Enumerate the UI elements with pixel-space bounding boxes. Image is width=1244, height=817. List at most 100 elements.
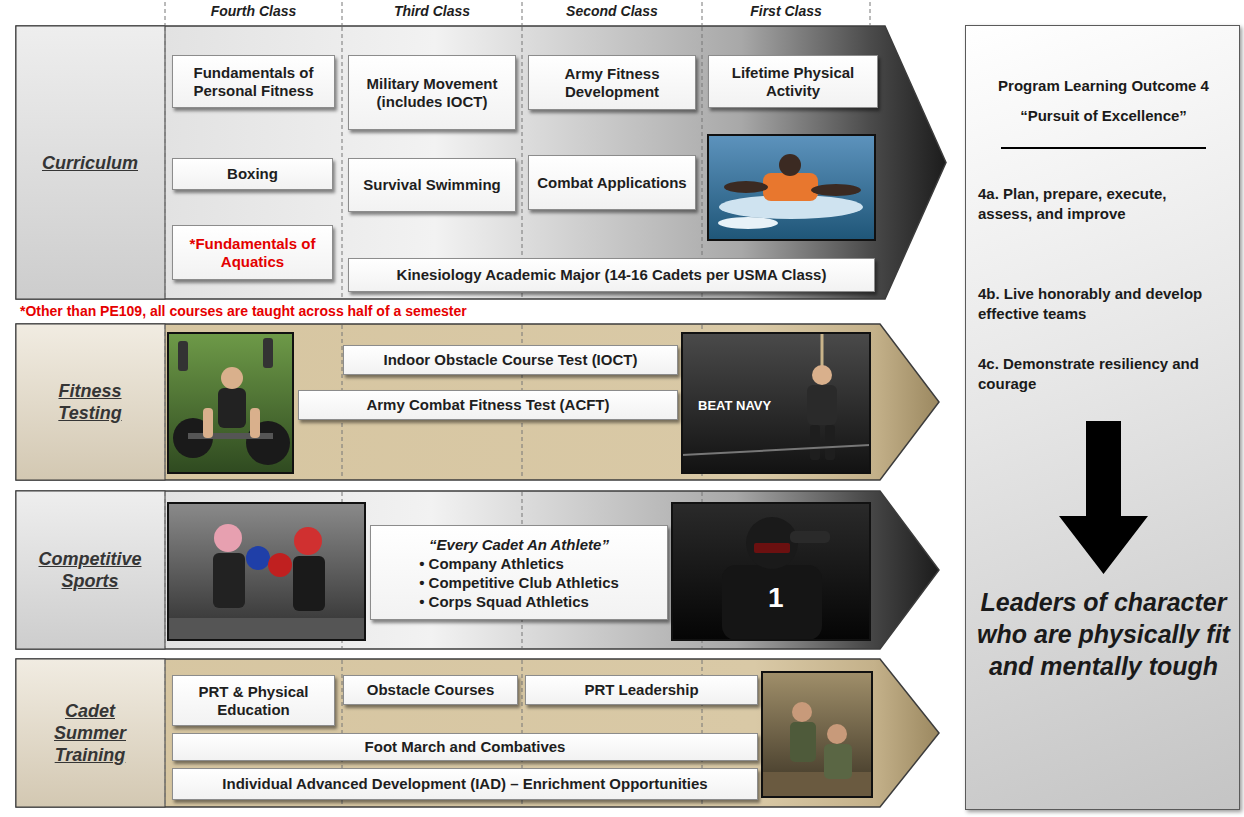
photo-ground <box>762 672 872 797</box>
band-label-area <box>16 324 165 480</box>
band-label: Fitness Testing <box>29 380 151 424</box>
course-box: Fundamentals of Personal Fitness <box>172 55 335 108</box>
course-box: Military Movement (includes IOCT) <box>348 55 516 130</box>
outcome-text: 4b. Live honorably and develop effective… <box>978 284 1223 324</box>
footnote: *Other than PE109, all courses are taugh… <box>20 303 467 319</box>
course-box: Army Combat Fitness Test (ACFT) <box>298 390 678 420</box>
band-label-area <box>16 659 165 807</box>
box-text: Army Fitness Development <box>535 65 689 101</box>
box-text-holder: Army Fitness Development <box>535 65 689 101</box>
column-divider <box>702 2 703 25</box>
panel-graphics <box>966 26 1241 811</box>
bullet-item: • Corps Squad Athletics <box>419 592 619 611</box>
course-box: Lifetime Physical Activity <box>708 55 878 108</box>
course-box: Army Fitness Development <box>528 55 696 110</box>
photo-figure <box>792 702 812 722</box>
outcome-text: 4a. Plan, prepare, execute, assess, and … <box>978 184 1223 224</box>
course-box: *Fundamentals of Aquatics <box>172 225 333 280</box>
photo-figure <box>763 173 818 201</box>
box-text-holder: Survival Swimming <box>355 176 509 194</box>
course-box: “Every Cadet An Athlete”• Company Athlet… <box>370 525 668 620</box>
course-box: Survival Swimming <box>348 158 516 212</box>
column-header: Fourth Class <box>165 3 342 19</box>
box-text: Lifetime Physical Activity <box>715 64 871 100</box>
box-text-holder: Lifetime Physical Activity <box>715 64 871 100</box>
photo-figure <box>246 546 270 570</box>
box-text: Survival Swimming <box>355 176 509 194</box>
box-text: Fundamentals of Personal Fitness <box>179 64 328 100</box>
box-text: Boxing <box>179 165 326 183</box>
band-label: Competitive Sports <box>29 548 151 592</box>
box-text: Obstacle Courses <box>350 681 511 699</box>
band-label: Curriculum <box>29 152 151 174</box>
photo-figure <box>746 517 798 569</box>
box-text-holder: *Fundamentals of Aquatics <box>179 235 326 271</box>
course-box: PRT Leadership <box>525 675 758 705</box>
photo-figure <box>825 425 835 460</box>
box-text: PRT Leadership <box>532 681 751 699</box>
column-divider <box>165 27 166 298</box>
photo-figure <box>263 338 273 368</box>
photo-figure <box>722 565 822 640</box>
column-divider <box>165 492 166 648</box>
photo-figure <box>293 556 325 611</box>
box-text: Indoor Obstacle Course Test (IOCT) <box>350 351 671 369</box>
photo-frame <box>168 503 365 640</box>
outcome-panel: Program Learning Outcome 4“Pursuit of Ex… <box>965 25 1240 810</box>
photo-figure <box>827 724 847 744</box>
outcome-text: 4c. Demonstrate resiliency and courage <box>978 354 1223 394</box>
photo <box>762 672 872 797</box>
band: Competitive Sports “Every Cadet An Athlet… <box>15 490 940 650</box>
box-text-holder: PRT & Physical Education <box>179 683 328 719</box>
photo-figure <box>250 408 260 438</box>
course-box: Individual Advanced Development (IAD) – … <box>172 768 758 800</box>
box-text: Army Combat Fitness Test (ACFT) <box>305 396 671 414</box>
photo-figure <box>203 408 213 438</box>
box-text-holder: PRT Leadership <box>532 681 751 699</box>
photo-figure <box>268 553 292 577</box>
box-text: PRT & Physical Education <box>179 683 328 719</box>
band-label-area <box>16 26 165 299</box>
outcome-text: “Pursuit of Excellence” <box>974 106 1233 125</box>
photo-figure <box>762 772 872 797</box>
box-text-holder: Fundamentals of Personal Fitness <box>179 64 328 100</box>
band-arrow <box>16 659 939 807</box>
column-divider <box>522 2 523 25</box>
box-text-holder: Military Movement (includes IOCT) <box>355 75 509 111</box>
box-text: Military Movement (includes IOCT) <box>355 75 509 111</box>
photo-figure <box>294 527 322 555</box>
bullet-item: • Competitive Club Athletics <box>419 573 619 592</box>
photo-figure <box>218 388 246 428</box>
motto-text: “Every Cadet An Athlete” <box>377 535 661 554</box>
photo-figure <box>221 367 243 389</box>
bullet-item: • Company Athletics <box>419 554 619 573</box>
column-divider <box>342 27 343 298</box>
course-box: PRT & Physical Education <box>172 675 335 726</box>
photo-ground <box>168 503 365 640</box>
photo-figure <box>790 531 830 543</box>
course-box: Combat Applications <box>528 155 696 210</box>
column-header: Second Class <box>522 3 702 19</box>
photo-frame <box>672 503 870 640</box>
photo-ground <box>708 135 875 240</box>
photo-figure <box>213 553 245 608</box>
photo-text: 1 <box>768 582 784 614</box>
column-divider <box>165 2 166 25</box>
band-arrow <box>16 491 939 649</box>
photo-frame <box>168 333 293 473</box>
photo-frame <box>682 333 870 473</box>
photo-ground <box>672 503 870 640</box>
box-text-holder: Combat Applications <box>535 174 689 192</box>
box-text-holder: Indoor Obstacle Course Test (IOCT) <box>350 351 671 369</box>
box-text: Kinesiology Academic Major (14-16 Cadets… <box>355 266 868 284</box>
band-arrow <box>16 26 946 299</box>
band: Curriculum Fundamentals of Personal Fitne… <box>15 25 947 300</box>
course-box: Boxing <box>172 158 333 190</box>
column-divider <box>165 660 166 806</box>
band-label: Cadet Summer Training <box>29 700 151 766</box>
column-header: First Class <box>702 3 870 19</box>
photo-figure <box>810 425 820 460</box>
photo-ground <box>682 333 870 473</box>
photo <box>168 503 365 640</box>
